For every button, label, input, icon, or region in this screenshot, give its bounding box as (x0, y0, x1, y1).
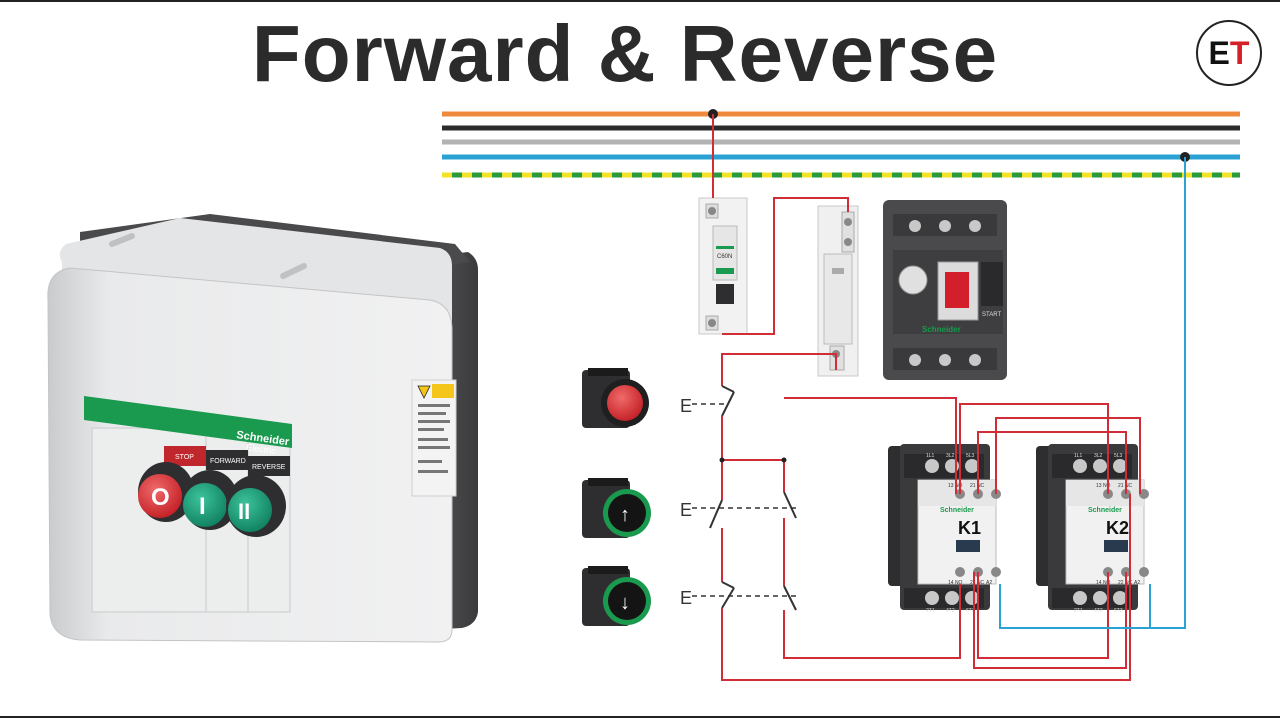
enclosure-brand-sub: Electric (246, 442, 277, 456)
wire-k1-interlock (784, 397, 957, 494)
page-title: Forward & Reverse (251, 9, 999, 98)
k1-top-terminal-2: 3L2 (946, 453, 955, 459)
k2-bottom-terminal-2: 4T2 (1094, 608, 1103, 614)
reverse-pb-symbol: E (680, 588, 692, 608)
neutral-wiring (999, 157, 1186, 629)
k2-contact-no-bottom: 14 NO (1096, 580, 1111, 586)
logo-letter: E (1208, 34, 1230, 71)
k1-contact-no-bottom: 14 NO (948, 580, 963, 586)
k1-bottom-terminal-1: 2T1 (926, 608, 935, 614)
enclosure-stop-button[interactable]: O (138, 462, 194, 522)
schematic-stop-switch: E (680, 385, 735, 417)
k1-brand: Schneider (940, 507, 974, 514)
supply-bus (442, 109, 1240, 178)
wire-reverse-down (721, 494, 1131, 681)
forward-arrow-icon: ↑ (620, 504, 630, 526)
stop-symbol: O (151, 484, 170, 511)
k1-bottom-terminal-2: 4T2 (946, 608, 955, 614)
k2-bottom-terminal-1: 2T1 (1074, 608, 1083, 614)
wire-mcb-to-aux (722, 197, 849, 335)
wire-k1-no-k2 (959, 403, 1109, 494)
wire-k1-nc-k2 (977, 431, 1127, 494)
k1-bottom-terminal-3: 6T3 (966, 608, 975, 614)
schematic-reverse-switch: E (680, 581, 797, 611)
mpcb-start-label: START (982, 312, 1001, 318)
forward-pb-symbol: E (680, 500, 692, 520)
forward-pushbutton[interactable]: ↑ (582, 478, 651, 538)
label-forward: FORWARD (210, 458, 246, 465)
auxiliary-contact-block (817, 205, 859, 377)
starter-enclosure: Schneider Electric STOP FORWARD REVERSE … (47, 214, 478, 643)
motor-protection-breaker: START Schneider (883, 200, 1007, 380)
contactor-k1: 1L1 3L2 5L3 A1 13 NO 21 NC Schneider K1 … (888, 444, 1001, 614)
wire-aux-to-stop (721, 353, 837, 386)
bottom-border (0, 716, 1280, 718)
k1-top-terminal-1: 1L1 (926, 453, 935, 459)
k1-top-terminal-3: 5L3 (966, 453, 975, 459)
forward-symbol: I (199, 493, 206, 520)
wire-stop-branch (722, 459, 785, 492)
wire-k2-nc-k1 (995, 417, 1141, 494)
k2-coil-a2: A2 (1134, 580, 1140, 586)
wire-k2-bottom-loop (973, 572, 1127, 669)
label-reverse: REVERSE (252, 464, 286, 471)
k2-top-terminal-2: 3L2 (1094, 453, 1103, 459)
k2-bottom-terminal-3: 6T3 (1114, 608, 1123, 614)
k2-contact-no-top: 13 NO (1096, 483, 1111, 489)
k2-label: K2 (1106, 518, 1129, 538)
reverse-symbol: II (238, 499, 250, 524)
miniature-circuit-breaker: C60N (698, 197, 748, 335)
contactor-k2: 1L1 3L2 5L3 A1 13 NO 21 NC Schneider K2 … (1036, 444, 1149, 614)
wire-reverse-hold (783, 584, 961, 659)
stop-pb-symbol: E (680, 396, 692, 416)
label-stop: STOP (175, 454, 194, 461)
control-wiring (712, 114, 1141, 681)
reverse-arrow-icon: ↓ (620, 592, 630, 614)
k2-top-terminal-1: 1L1 (1074, 453, 1083, 459)
schematic-forward-switch: E (680, 491, 797, 529)
logo-accent-letter: T (1229, 34, 1250, 71)
enclosure-forward-button[interactable]: I (182, 470, 238, 530)
mcb-label: C60N (717, 254, 732, 260)
k1-label: K1 (958, 518, 981, 538)
stop-pushbutton[interactable] (582, 368, 649, 428)
reverse-pushbutton[interactable]: ↓ (582, 566, 651, 626)
k2-brand: Schneider (1088, 507, 1122, 514)
top-border (0, 0, 1280, 2)
wire-neutral-feed (1149, 157, 1186, 629)
k1-coil-a2: A2 (986, 580, 992, 586)
wire-k1-bottom-loop (977, 572, 1109, 659)
mpcb-brand: Schneider (922, 325, 961, 334)
enclosure-reverse-button[interactable]: II (226, 475, 286, 537)
wire-neutral-k1 (999, 584, 1150, 629)
k2-top-terminal-3: 5L3 (1114, 453, 1123, 459)
control-junctions (719, 457, 787, 463)
